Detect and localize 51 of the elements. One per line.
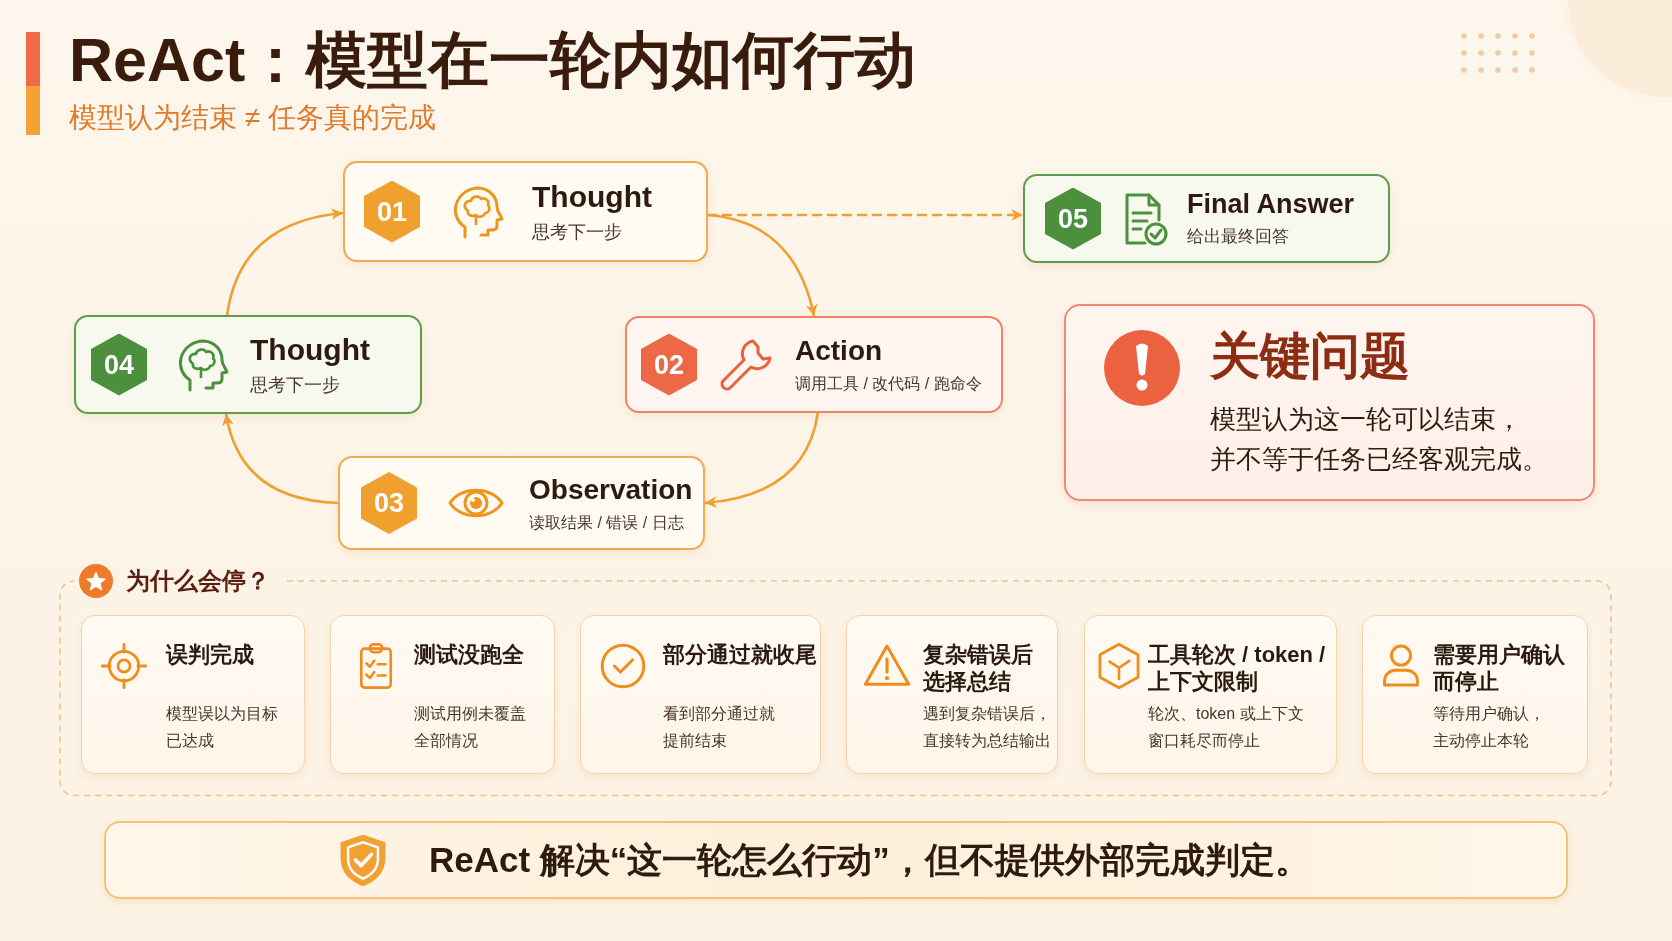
card-text: 轮次、token 或上下文窗口耗尽而停止 <box>1148 704 1305 751</box>
reason-card <box>81 615 305 774</box>
card-text: 等待用户确认，主动停止本轮 <box>1433 704 1546 751</box>
step-subtitle: 读取结果 / 错误 / 日志 <box>529 512 684 533</box>
title: ReAct：模型在一轮内如何行动 <box>69 25 917 96</box>
arrow <box>222 412 340 505</box>
alert-heading: 关键问题 <box>1210 327 1410 386</box>
card-text: 遇到复杂错误后，直接转为总结输出 <box>923 704 1052 751</box>
step-title: Final Answer <box>1187 188 1355 221</box>
card-heading: 复杂错误后选择总结 <box>923 641 1034 695</box>
card-heading: 需要用户确认而停止 <box>1433 641 1566 695</box>
banner-text: ReAct 解决“这一轮怎么行动”，但不提供外部完成判定。 <box>429 839 1310 881</box>
step-box <box>338 456 705 550</box>
arrow <box>703 411 820 508</box>
reason-card <box>330 615 555 774</box>
step-subtitle: 调用工具 / 改代码 / 跑命令 <box>795 374 982 394</box>
alert-text: 模型认为这一轮可以结束，并不等于任务已经客观完成。 <box>1210 403 1549 476</box>
arrow <box>225 208 345 317</box>
step-title: Action <box>795 334 883 368</box>
step-title: Thought <box>532 178 652 215</box>
step-title: Observation <box>529 472 693 507</box>
step-box <box>625 316 1003 413</box>
step-box <box>343 161 708 262</box>
card-heading: 误判完成 <box>166 641 255 668</box>
step-box <box>1023 174 1390 263</box>
step-subtitle: 思考下一步 <box>532 220 622 244</box>
card-text: 模型误以为目标已达成 <box>166 704 279 751</box>
reason-card <box>1084 615 1337 774</box>
number-badge: 02 <box>641 333 697 396</box>
card-heading: 测试没跑全 <box>414 641 525 668</box>
dashed-arrow <box>706 209 1025 221</box>
step-subtitle: 给出最终回答 <box>1187 225 1289 248</box>
step-box <box>74 315 422 414</box>
card-text: 看到部分通过就提前结束 <box>663 704 776 751</box>
reason-card <box>1362 615 1588 774</box>
reason-card <box>580 615 821 774</box>
reason-card <box>846 615 1058 774</box>
number-badge: 05 <box>1045 187 1101 250</box>
summary-banner <box>104 821 1568 899</box>
alert-box <box>1064 304 1595 501</box>
card-text: 测试用例未覆盖全部情况 <box>414 704 527 751</box>
step-subtitle: 思考下一步 <box>250 373 340 397</box>
subtitle: 模型认为结束 ≠ 任务真的完成 <box>69 101 436 135</box>
card-heading: 部分通过就收尾 <box>663 641 818 668</box>
number-badge: 01 <box>364 180 420 243</box>
dashed-panel <box>59 562 1612 797</box>
card-heading: 工具轮次 / token / 上下文限制 <box>1148 641 1327 695</box>
section-heading: 为什么会停？ <box>126 566 270 596</box>
number-badge: 04 <box>91 333 147 396</box>
number-badge: 03 <box>361 472 417 534</box>
step-title: Thought <box>250 331 370 368</box>
